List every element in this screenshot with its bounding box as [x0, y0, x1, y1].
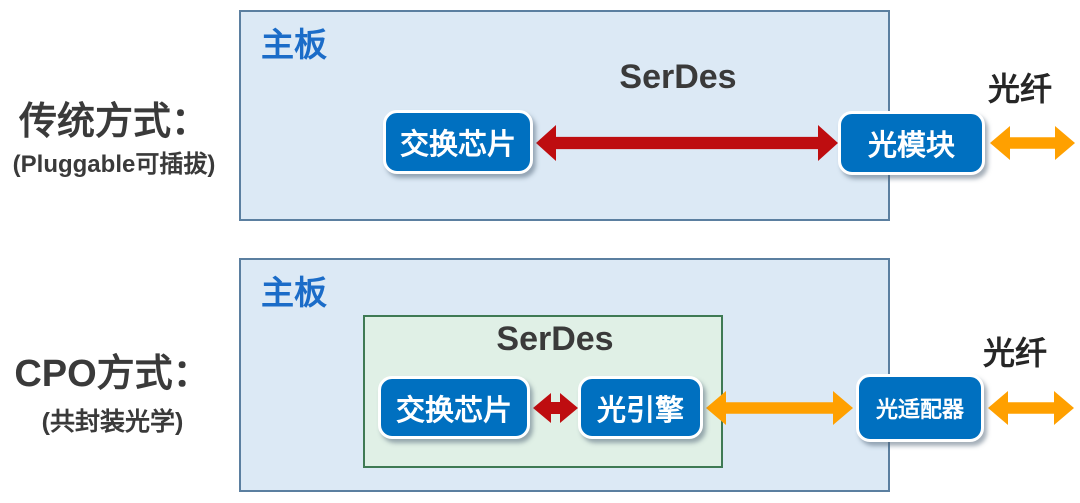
row1-motherboard-panel — [239, 10, 890, 221]
row1-motherboard-label: 主板 — [261, 26, 327, 63]
row2-switch-chip-node: 交换芯片 — [378, 376, 530, 439]
row2-optical-adapter-node: 光适配器 — [856, 374, 984, 442]
row2-motherboard-label: 主板 — [261, 274, 327, 311]
row1-optical-module-node: 光模块 — [838, 111, 985, 175]
row2-fiber-label: 光纤 — [982, 335, 1047, 371]
row2-optical-engine-node: 光引擎 — [578, 376, 703, 439]
row1-fiber-double-arrow — [990, 126, 1075, 160]
row1-serdes-label: SerDes — [619, 58, 737, 96]
row1-title: 传统方式： — [18, 101, 209, 143]
row2-subtitle: (共封装光学) — [41, 408, 184, 436]
row1-subtitle: (Pluggable可插拔) — [12, 151, 216, 178]
row2-fiber-double-arrow — [988, 391, 1074, 425]
row1-switch-chip-node: 交换芯片 — [383, 110, 533, 174]
row2-title: CPO方式： — [14, 353, 211, 395]
row1-fiber-label: 光纤 — [987, 71, 1052, 107]
row2-serdes-label: SerDes — [496, 320, 614, 358]
